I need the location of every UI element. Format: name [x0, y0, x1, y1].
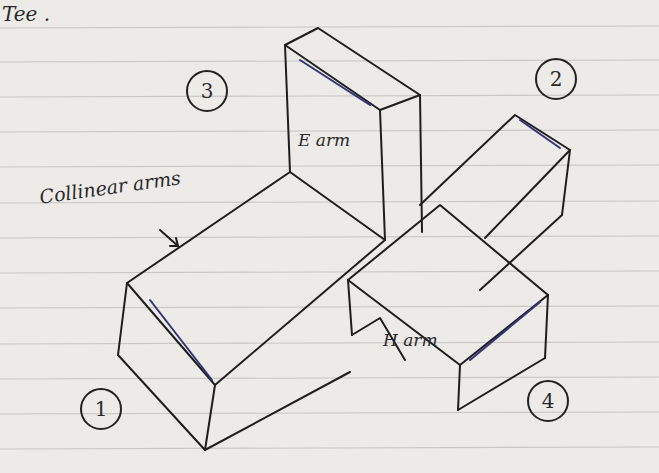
callout-number: 2 — [535, 58, 577, 100]
part-label: E arm — [298, 130, 350, 150]
callout-number: 1 — [80, 388, 122, 430]
part-label: Collinear arms — [38, 166, 182, 208]
ruled-lines — [0, 26, 659, 449]
waveguide-drawing — [118, 28, 570, 450]
part-label: H arm — [383, 330, 438, 350]
page-note: Tee . — [2, 2, 50, 26]
callout-number: 4 — [527, 380, 569, 422]
callout-number: 3 — [186, 70, 228, 112]
